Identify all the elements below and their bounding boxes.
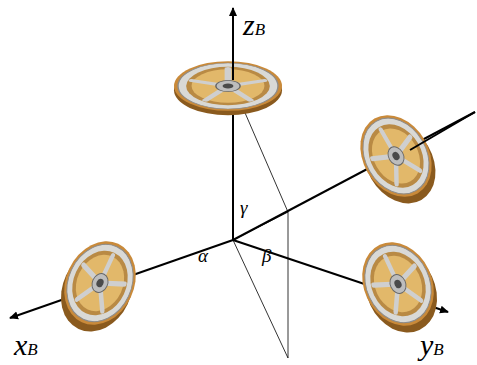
angle-label: β	[262, 246, 271, 265]
axis-label: zB	[243, 10, 265, 40]
angle-label: α	[198, 246, 208, 265]
axis-label: xB	[14, 330, 38, 360]
angle-label: γ	[240, 198, 248, 217]
axis-label: yB	[420, 330, 444, 360]
